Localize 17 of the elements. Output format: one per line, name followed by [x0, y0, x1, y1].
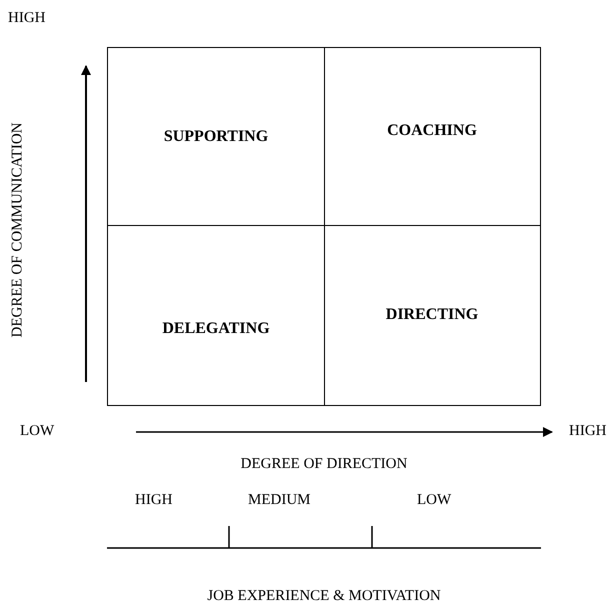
scale-title: JOB EXPERIENCE & MOTIVATION — [207, 588, 441, 605]
quadrant-label: SUPPORTING — [164, 128, 268, 146]
quadrant-label: DIRECTING — [386, 306, 478, 324]
scale-label: LOW — [417, 492, 452, 509]
axis-end-label: HIGH — [8, 10, 46, 27]
axis-title: DEGREE OF COMMUNICATION — [10, 122, 26, 338]
axis-end-label: LOW — [20, 423, 54, 440]
axis-end-label: HIGH — [569, 423, 606, 440]
quadrant-label: COACHING — [387, 122, 477, 140]
matrix-quadrant — [107, 225, 325, 406]
scale-label: MEDIUM — [248, 492, 310, 509]
matrix-quadrant — [107, 47, 325, 226]
scale-label: HIGH — [135, 492, 172, 509]
matrix-quadrant — [324, 225, 541, 406]
quadrant-label: DELEGATING — [162, 320, 270, 338]
axis-title: DEGREE OF DIRECTION — [240, 456, 408, 473]
matrix-quadrant — [324, 47, 541, 226]
